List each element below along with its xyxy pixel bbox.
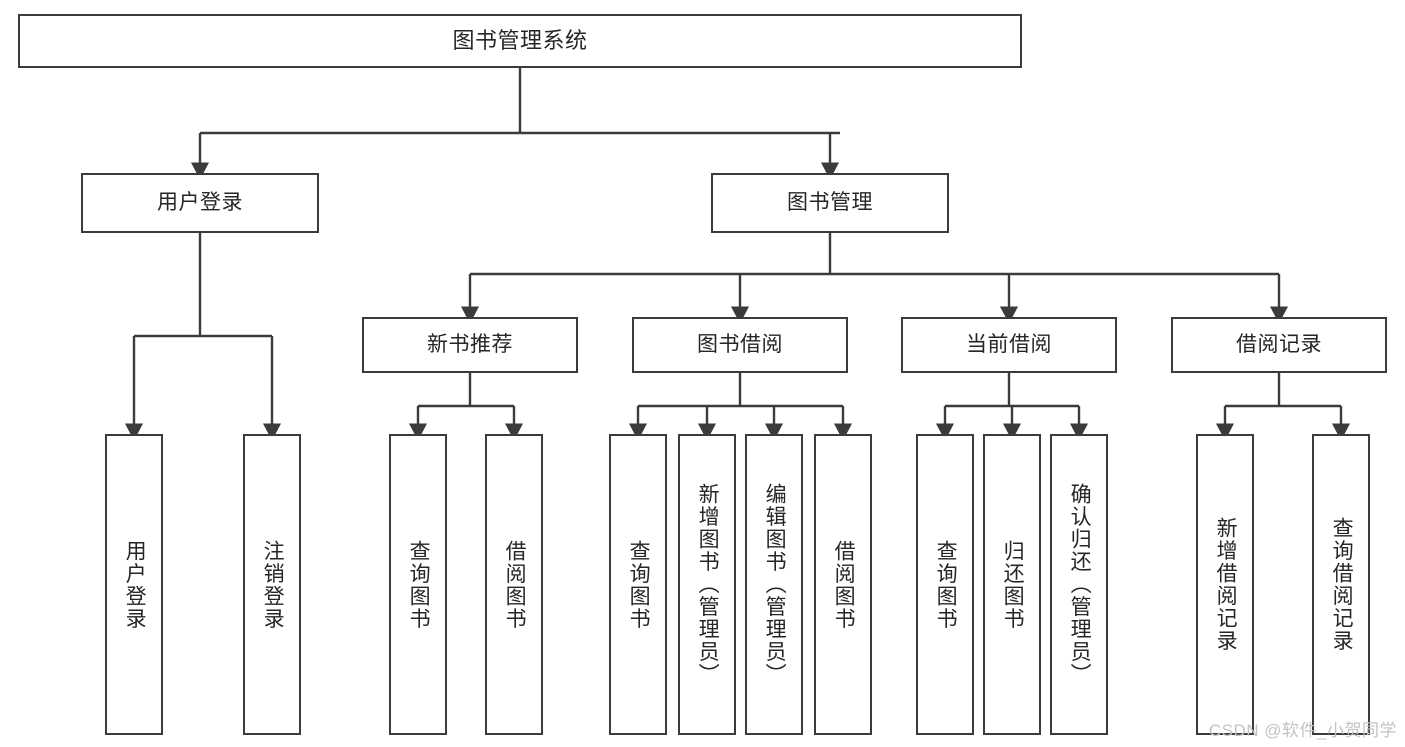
node-leaf-borrow-edit[interactable]: 编辑图书（管理员） (745, 434, 803, 735)
node-leaf-borrow-add[interactable]: 新增图书（管理员） (678, 434, 736, 735)
node-leaf-rec-add[interactable]: 新增借阅记录 (1196, 434, 1254, 735)
node-root[interactable]: 图书管理系统 (18, 14, 1022, 68)
node-label: 用户登录 (157, 190, 243, 214)
node-label: 新增借阅记录 (1214, 517, 1238, 652)
node-leaf-rec-query2[interactable]: 查询借阅记录 (1312, 434, 1370, 735)
node-label: 图书管理 (787, 190, 873, 214)
node-label: 查询借阅记录 (1330, 517, 1354, 652)
node-user-login[interactable]: 用户登录 (81, 173, 319, 233)
node-leaf-user-logout[interactable]: 注销登录 (243, 434, 301, 735)
node-label: 查询图书 (934, 539, 958, 630)
node-label: 借阅图书 (832, 539, 856, 630)
node-label: 用户登录 (123, 539, 147, 630)
node-label: 查询图书 (407, 539, 431, 630)
node-label: 借阅记录 (1236, 332, 1322, 356)
node-leaf-cur-return[interactable]: 归还图书 (983, 434, 1041, 735)
node-leaf-rec-borrow[interactable]: 借阅图书 (485, 434, 543, 735)
node-book-borrow[interactable]: 图书借阅 (632, 317, 848, 373)
node-borrow-record[interactable]: 借阅记录 (1171, 317, 1387, 373)
node-label: 当前借阅 (966, 332, 1052, 356)
node-label: 归还图书 (1001, 539, 1025, 630)
node-leaf-cur-confirm[interactable]: 确认归还（管理员） (1050, 434, 1108, 735)
node-leaf-rec-query[interactable]: 查询图书 (389, 434, 447, 735)
node-label: 新增图书（管理员） (696, 483, 720, 686)
node-new-book-rec[interactable]: 新书推荐 (362, 317, 578, 373)
node-book-manage[interactable]: 图书管理 (711, 173, 949, 233)
node-leaf-borrow-lend[interactable]: 借阅图书 (814, 434, 872, 735)
node-label: 注销登录 (261, 539, 285, 630)
node-leaf-cur-query[interactable]: 查询图书 (916, 434, 974, 735)
node-label: 图书管理系统 (452, 28, 588, 54)
csdn-watermark: CSDN @软件_小贺同学 (1208, 721, 1397, 740)
node-leaf-borrow-query[interactable]: 查询图书 (609, 434, 667, 735)
node-label: 借阅图书 (503, 539, 527, 630)
node-leaf-user-login[interactable]: 用户登录 (105, 434, 163, 735)
node-current-borrow[interactable]: 当前借阅 (901, 317, 1117, 373)
node-label: 确认归还（管理员） (1068, 483, 1092, 686)
node-label: 查询图书 (627, 539, 651, 630)
node-label: 新书推荐 (427, 332, 513, 356)
node-label: 编辑图书（管理员） (763, 483, 787, 686)
node-label: 图书借阅 (697, 332, 783, 356)
